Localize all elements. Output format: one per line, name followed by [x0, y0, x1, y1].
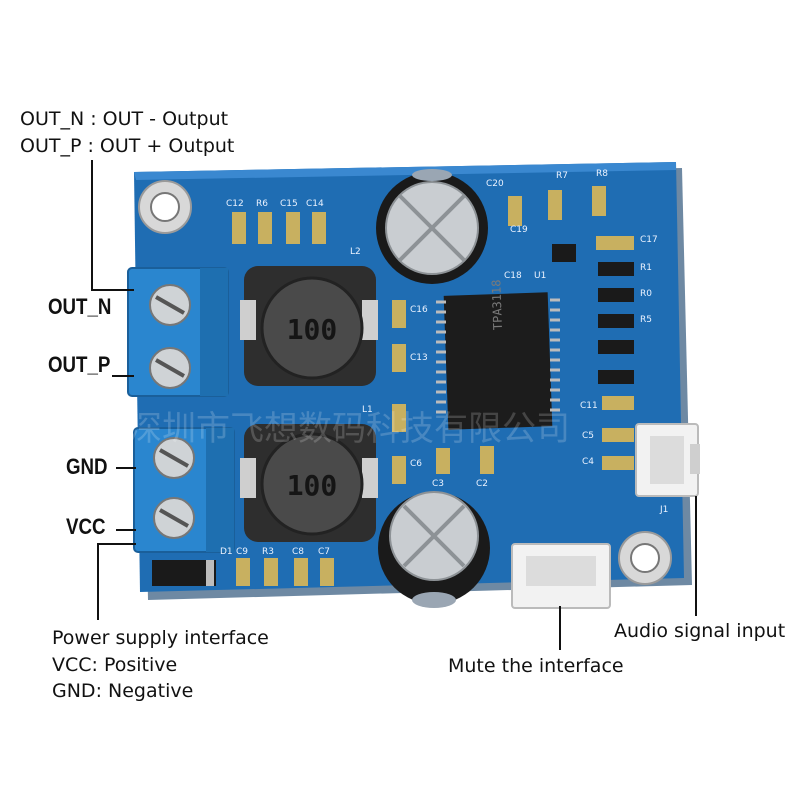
output-note-line2: OUT_P : OUT + Output	[20, 135, 235, 157]
silk-c13: C13	[410, 353, 428, 363]
silk-c8: C8	[292, 547, 304, 557]
silk-c9: C9	[236, 547, 248, 557]
silk-r3: R3	[262, 547, 274, 557]
mounting-hole-top-left	[138, 180, 192, 234]
mute-note: Mute the interface	[448, 655, 624, 677]
callout-power-line	[97, 543, 136, 620]
power-note-line2: VCC: Positive	[52, 654, 178, 676]
silk-c20: C20	[486, 179, 504, 189]
silk-c7: C7	[318, 547, 330, 557]
smd-resistors	[552, 244, 634, 384]
silk-l2: L2	[350, 247, 361, 257]
callout-output-line	[91, 160, 134, 291]
audio-input-connector	[635, 423, 700, 497]
ic-marking: TPA3118	[489, 279, 505, 330]
silk-c11: C11	[580, 401, 598, 411]
inductor-bottom-label: 100	[287, 469, 338, 502]
output-terminal-block	[127, 267, 229, 397]
capacitor-top	[376, 169, 488, 284]
silk-r8: R8	[596, 169, 608, 179]
diode	[152, 560, 216, 586]
silk-c18: C18	[504, 271, 522, 281]
silk-l1: L1	[362, 405, 373, 415]
silk-c5: C5	[582, 431, 594, 441]
silk-c14: C14	[306, 199, 324, 209]
silk-r7: R7	[556, 171, 568, 181]
silk-c4: C4	[582, 457, 594, 467]
silk-c2: C2	[476, 479, 488, 489]
silkscreen-labels: C12 R6 C15 C14 C20 R7 R8 C19 C17 L2 C18 …	[220, 169, 668, 557]
silk-r6: R6	[256, 199, 268, 209]
mute-connector	[511, 543, 611, 609]
power-note-line3: GND: Negative	[52, 680, 194, 702]
silk-r0: R0	[640, 289, 652, 299]
silk-c19: C19	[510, 225, 528, 235]
silk-r1: R1	[640, 263, 652, 273]
silk-u1: U1	[534, 271, 546, 281]
pin-label-vcc: VCC	[66, 514, 106, 539]
pcb-edge-highlight	[134, 162, 676, 180]
silk-r5: R5	[640, 315, 652, 325]
power-note-line1: Power supply interface	[52, 627, 269, 649]
mounting-hole-bottom-right	[618, 531, 672, 585]
silk-c6: C6	[410, 459, 422, 469]
pin-label-gnd: GND	[66, 454, 108, 479]
callout-lines	[91, 160, 697, 650]
pin-label-out-p: OUT_P	[48, 352, 111, 377]
smd-parts	[232, 186, 634, 586]
silk-c12: C12	[226, 199, 244, 209]
silk-c16: C16	[410, 305, 428, 315]
output-note-line1: OUT_N : OUT - Output	[20, 108, 229, 130]
silk-c17: C17	[640, 235, 658, 245]
pin-label-out-n: OUT_N	[48, 294, 112, 319]
power-terminal-block	[133, 427, 235, 553]
watermark: 深圳市飞想数码科技有限公司	[128, 409, 570, 449]
audio-note: Audio signal input	[614, 620, 786, 642]
silk-c15: C15	[280, 199, 298, 209]
amplifier-ic	[436, 292, 560, 430]
inductor-top	[240, 266, 378, 386]
inductor-top-label: 100	[287, 313, 338, 346]
silk-j1: J1	[659, 505, 668, 515]
capacitor-bottom	[378, 491, 490, 608]
silk-c3: C3	[432, 479, 444, 489]
silk-d1: D1	[220, 547, 233, 557]
inductor-bottom	[240, 424, 378, 542]
